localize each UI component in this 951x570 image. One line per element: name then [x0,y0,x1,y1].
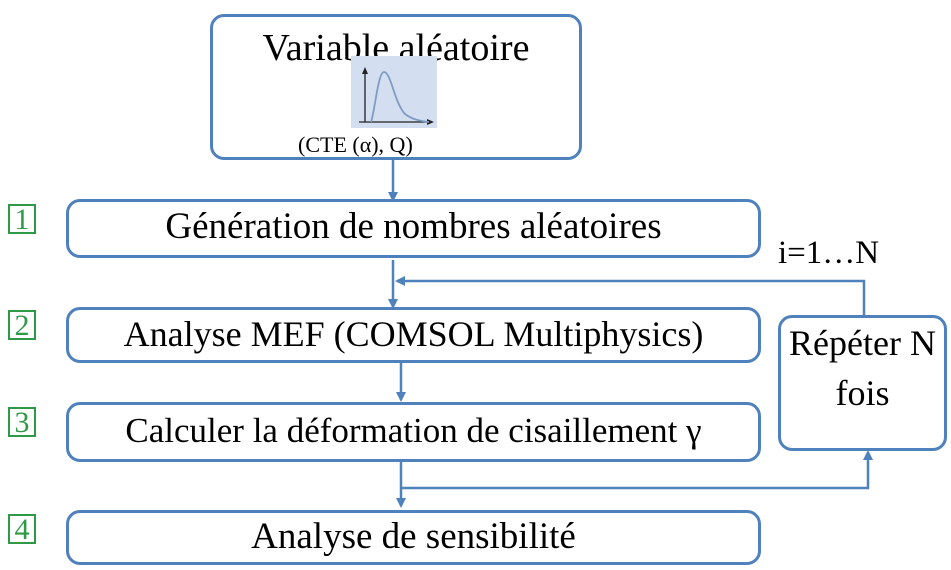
loop-back-connector [395,276,866,316]
random-variable-params: (CTE (α), Q) [298,132,413,157]
loop-index-label: i=1…N [778,235,880,271]
step-box-shear-strain [66,402,761,462]
step-label-shear-strain: Calculer la déformation de cisaillement … [125,411,702,450]
step-number-2: 2 [8,310,36,341]
step-box-random-generation [66,199,761,258]
loop-out-connector [401,450,873,490]
step-number-1: 1 [8,204,36,235]
distribution-curve-icon [351,56,437,128]
step-number-3: 3 [8,407,36,438]
repeat-line-2: fois [835,373,890,413]
repeat-n-times-box [778,315,947,451]
step-box-sensitivity [66,510,761,565]
step-label-random-generation: Génération de nombres aléatoires [165,206,662,247]
step-box-fem-analysis [66,307,761,363]
repeat-line-1: Répéter N [789,323,936,363]
step-label-sensitivity: Analyse de sensibilité [251,516,576,557]
step-label-fem-analysis: Analyse MEF (COMSOL Multiphysics) [123,314,704,354]
step-number-4: 4 [8,514,36,545]
random-variable-box: Variable aléatoire (CTE (α), Q) [210,14,582,160]
